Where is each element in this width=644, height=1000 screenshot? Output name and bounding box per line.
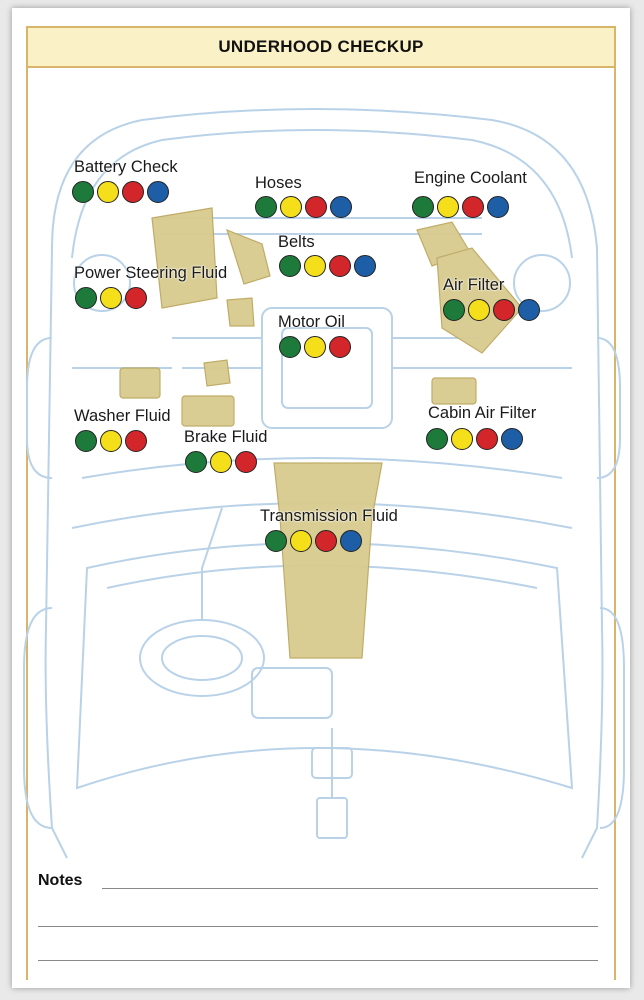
bad-status-dot[interactable] [125, 430, 147, 452]
bad-status-dot[interactable] [315, 530, 337, 552]
status-dots-motor-oil [279, 336, 351, 358]
label-engine-coolant: Engine Coolant [414, 169, 527, 187]
label-brake-fluid: Brake Fluid [184, 428, 268, 446]
good-status-dot[interactable] [75, 430, 97, 452]
good-status-dot[interactable] [185, 451, 207, 473]
info-status-dot[interactable] [501, 428, 523, 450]
bad-status-dot[interactable] [125, 287, 147, 309]
caution-status-dot[interactable] [468, 299, 490, 321]
caution-status-dot[interactable] [100, 430, 122, 452]
label-transmission-fluid: Transmission Fluid [260, 507, 398, 525]
checkup-title: UNDERHOOD CHECKUP [26, 26, 616, 68]
caution-status-dot[interactable] [437, 196, 459, 218]
notes-line[interactable] [102, 888, 598, 889]
info-status-dot[interactable] [354, 255, 376, 277]
good-status-dot[interactable] [443, 299, 465, 321]
label-power-steering-fluid: Power Steering Fluid [74, 264, 228, 282]
car-outline-illustration [23, 108, 625, 859]
status-dots-hoses [255, 196, 352, 218]
caution-status-dot[interactable] [280, 196, 302, 218]
good-status-dot[interactable] [279, 255, 301, 277]
label-air-filter: Air Filter [443, 276, 505, 294]
caution-status-dot[interactable] [100, 287, 122, 309]
caution-status-dot[interactable] [290, 530, 312, 552]
label-belts: Belts [278, 233, 315, 251]
bad-status-dot[interactable] [122, 181, 144, 203]
status-dots-engine-coolant [412, 196, 509, 218]
good-status-dot[interactable] [426, 428, 448, 450]
bad-status-dot[interactable] [329, 336, 351, 358]
good-status-dot[interactable] [279, 336, 301, 358]
bad-status-dot[interactable] [235, 451, 257, 473]
good-status-dot[interactable] [75, 287, 97, 309]
status-dots-air-filter [443, 299, 540, 321]
info-status-dot[interactable] [340, 530, 362, 552]
good-status-dot[interactable] [72, 181, 94, 203]
status-dots-brake-fluid [185, 451, 257, 473]
info-status-dot[interactable] [487, 196, 509, 218]
caution-status-dot[interactable] [304, 255, 326, 277]
good-status-dot[interactable] [412, 196, 434, 218]
bad-status-dot[interactable] [329, 255, 351, 277]
status-dots-power-steering-fluid [75, 287, 147, 309]
notes-line[interactable] [38, 960, 598, 961]
info-status-dot[interactable] [147, 181, 169, 203]
checkup-card: UNDERHOOD CHECKUP [12, 8, 630, 988]
notes-label: Notes [38, 872, 83, 889]
caution-status-dot[interactable] [97, 181, 119, 203]
bad-status-dot[interactable] [476, 428, 498, 450]
label-motor-oil: Motor Oil [278, 313, 345, 331]
info-status-dot[interactable] [330, 196, 352, 218]
status-dots-transmission-fluid [265, 530, 362, 552]
status-dots-cabin-air-filter [426, 428, 523, 450]
bad-status-dot[interactable] [305, 196, 327, 218]
status-dots-washer-fluid [75, 430, 147, 452]
good-status-dot[interactable] [255, 196, 277, 218]
info-status-dot[interactable] [518, 299, 540, 321]
bad-status-dot[interactable] [493, 299, 515, 321]
caution-status-dot[interactable] [210, 451, 232, 473]
caution-status-dot[interactable] [451, 428, 473, 450]
good-status-dot[interactable] [265, 530, 287, 552]
status-dots-battery-check [72, 181, 169, 203]
label-washer-fluid: Washer Fluid [74, 407, 171, 425]
label-cabin-air-filter: Cabin Air Filter [428, 404, 537, 422]
label-battery-check: Battery Check [74, 158, 178, 176]
caution-status-dot[interactable] [304, 336, 326, 358]
notes-line[interactable] [38, 926, 598, 927]
bad-status-dot[interactable] [462, 196, 484, 218]
status-dots-belts [279, 255, 376, 277]
card-frame [26, 26, 616, 980]
label-hoses: Hoses [255, 174, 302, 192]
